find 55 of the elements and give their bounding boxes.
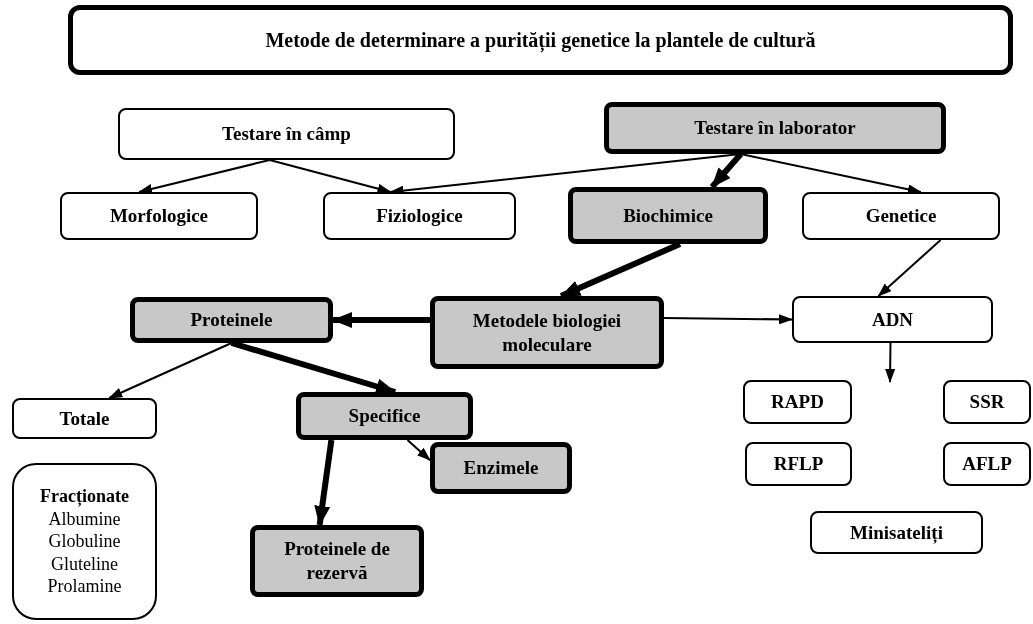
- arrow: [885, 342, 896, 383]
- box-label: Genetice: [865, 204, 937, 228]
- box-label: Enzimele: [463, 456, 539, 480]
- list-item: Gluteline: [51, 552, 118, 576]
- process-box: [743, 380, 852, 424]
- arrow: [877, 239, 942, 297]
- arrow: [663, 314, 793, 325]
- process-box: [250, 525, 424, 597]
- box-label: AFLP: [962, 452, 1012, 476]
- box-label: Specifice: [348, 404, 421, 428]
- process-box: [68, 5, 1013, 75]
- arrow: [709, 152, 744, 189]
- process-box: [568, 187, 768, 244]
- list-item: Globuline: [48, 530, 121, 553]
- box-label: Minisateliți: [850, 520, 943, 545]
- arrow: [314, 439, 335, 526]
- process-box: [810, 511, 983, 554]
- list-box: [12, 463, 157, 620]
- arrow: [332, 312, 430, 328]
- process-box: [430, 296, 664, 369]
- box-label: Testare în câmp: [222, 122, 351, 146]
- box-label: Metodele biologiei moleculare: [471, 308, 623, 357]
- box-label: ADN: [871, 307, 914, 332]
- box-label: Fracționate: [40, 485, 129, 508]
- process-box: [943, 380, 1031, 424]
- process-box: [745, 442, 852, 486]
- arrow: [268, 159, 392, 194]
- process-box: [118, 108, 455, 160]
- list-item: Albumine: [48, 507, 121, 531]
- arrow: [108, 342, 233, 399]
- arrow: [739, 153, 922, 195]
- box-label: Biochimice: [623, 203, 713, 228]
- box-label: Metode de determinare a purității genetice la plantele de cultură: [265, 27, 816, 53]
- process-box: [323, 192, 516, 240]
- arrow: [138, 159, 271, 194]
- process-box: [802, 192, 1000, 240]
- process-box: [60, 192, 258, 240]
- box-label: Proteinele: [190, 308, 273, 332]
- box-label: Proteinele de rezervă: [283, 537, 391, 585]
- process-box: [792, 296, 993, 343]
- process-box: [130, 297, 333, 343]
- box-label: RAPD: [771, 390, 824, 414]
- box-label: Testare în laborator: [694, 116, 856, 140]
- arrow: [406, 439, 431, 462]
- process-box: [296, 392, 473, 440]
- list-item: Prolamine: [47, 575, 122, 598]
- box-label: Morfologice: [109, 204, 209, 228]
- process-box: [12, 398, 157, 439]
- box-label: Fiziologice: [376, 204, 463, 228]
- box-label: RFLP: [773, 452, 824, 476]
- process-box: [604, 102, 946, 154]
- process-box: [943, 442, 1031, 486]
- box-label: Totale: [59, 406, 110, 431]
- process-box: [430, 442, 572, 494]
- box-label: SSR: [969, 390, 1005, 414]
